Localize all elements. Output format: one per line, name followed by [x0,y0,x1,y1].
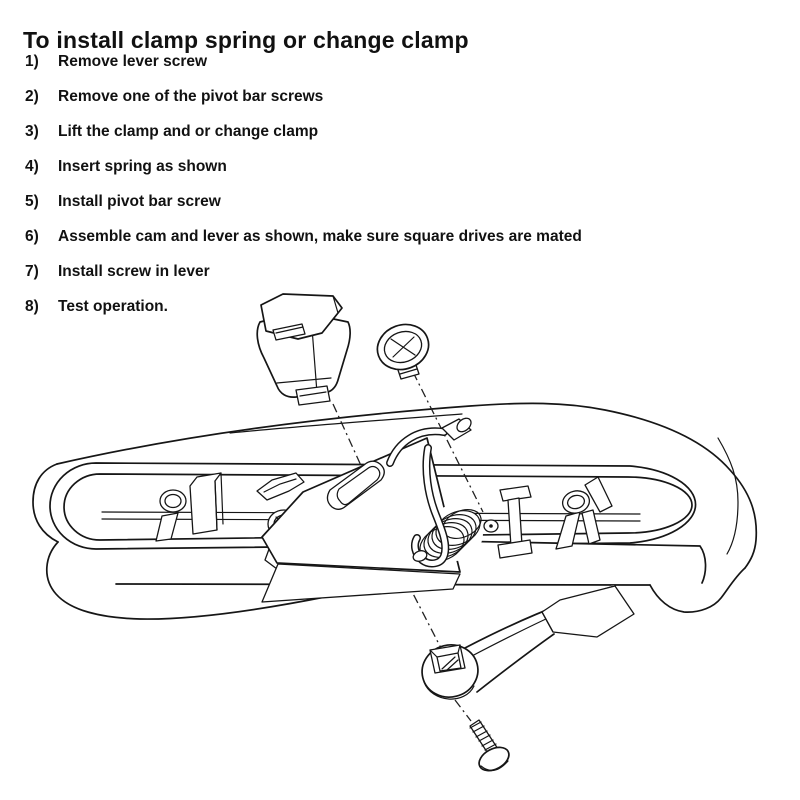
step-text: Assemble cam and lever as shown, make su… [58,228,582,245]
lever-screw [469,719,510,772]
step-text: Lift the clamp and or change clamp [58,123,319,140]
step-text: Install screw in lever [58,263,210,280]
step-text: Remove one of the pivot bar screws [58,88,324,105]
step-number: 3) [25,123,39,140]
step-row: 5) Install pivot bar screw [25,193,582,228]
step-number: 1) [25,53,39,70]
step-row: 7) Install screw in lever [25,263,582,298]
step-number: 2) [25,88,39,105]
left-pivot-boss [155,472,224,542]
bar-screw-hole [483,519,499,533]
pivot-bar [449,540,707,584]
clamp-spring-arm [386,417,472,568]
page-title: To install clamp spring or change clamp [23,27,469,54]
cam [256,293,351,406]
right-pivot-boss [555,476,613,550]
step-row: 4) Insert spring as shown [25,158,582,193]
step-text: Insert spring as shown [58,158,227,175]
step-row: 1) Remove lever screw [25,53,582,88]
step-number: 5) [25,193,39,210]
step-text: Test operation. [58,298,168,315]
pivot-bar-screw [376,323,430,380]
step-number: 6) [25,228,39,245]
lever [421,585,635,700]
step-number: 7) [25,263,39,280]
center-clip [497,485,533,559]
step-row: 3) Lift the clamp and or change clamp [25,123,582,158]
clamp-plate [261,437,461,603]
step-row: 8) Test operation. [25,298,582,333]
step-number: 4) [25,158,39,175]
step-text: Remove lever screw [58,53,208,70]
step-number: 8) [25,298,39,315]
instruction-list: 1) Remove lever screw 2) Remove one of the… [25,53,582,333]
step-row: 6) Assemble cam and lever as shown, make … [25,228,582,263]
step-row: 2) Remove one of the pivot bar screws [25,88,582,123]
step-text: Install pivot bar screw [58,193,221,210]
